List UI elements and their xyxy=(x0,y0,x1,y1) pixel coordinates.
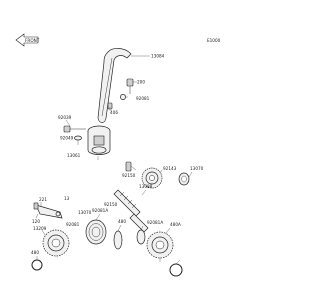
spring-guide xyxy=(113,230,123,250)
kickstarter-exploded-diagram: FRONT E1000 xyxy=(15,33,221,277)
washer-right xyxy=(136,229,146,245)
circlip-right xyxy=(169,263,183,277)
pin-92150 xyxy=(125,161,132,172)
washer-92081 xyxy=(120,94,126,100)
gear-92143 xyxy=(141,167,163,189)
label-92150-b: 92150 xyxy=(104,202,118,207)
label-92081A: 92081A xyxy=(92,208,108,213)
part-labels: 13084 92081 200 92039 92049 406 13061 92… xyxy=(31,54,204,256)
bolt-200 xyxy=(126,78,134,94)
label-92081-b: 92081 xyxy=(66,222,80,227)
label-480-b: 480 xyxy=(31,250,39,255)
label-92150: 92150 xyxy=(122,173,136,178)
label-92049: 92049 xyxy=(60,136,74,141)
gear-480A-right xyxy=(146,231,174,259)
label-92143: 92143 xyxy=(163,166,177,171)
bolt-92039 xyxy=(63,125,86,133)
washer-92049 xyxy=(74,135,82,141)
label-92081A-b: 92081A xyxy=(147,220,163,225)
label-13070: 13070 xyxy=(190,166,204,171)
figure-code: E1000 xyxy=(207,38,221,43)
label-221: 221 xyxy=(39,197,47,202)
kick-spring xyxy=(85,219,107,245)
label-200: 200 xyxy=(137,80,145,85)
label-480: 480 xyxy=(118,219,126,224)
label-13209: 13209 xyxy=(33,226,47,231)
kickshaft-13088 xyxy=(113,189,149,233)
label-92081: 92081 xyxy=(136,96,150,101)
label-120: 120 xyxy=(32,219,40,224)
bracket-13209 xyxy=(33,202,63,219)
label-406: 406 xyxy=(110,110,118,115)
kick-pedal-lever xyxy=(97,48,132,123)
lever-boss-13061 xyxy=(87,125,111,155)
label-13070-b: 13070 xyxy=(78,210,92,215)
circlip-left xyxy=(31,259,43,271)
label-13088: 13088 xyxy=(139,184,153,189)
label-13084: 13084 xyxy=(151,54,165,59)
bushing-13070 xyxy=(178,172,190,186)
gear-480-left xyxy=(42,229,70,257)
leader-lines xyxy=(35,55,193,265)
front-arrow-icon: FRONT xyxy=(15,33,40,47)
label-13061: 13061 xyxy=(67,153,81,158)
label-92039: 92039 xyxy=(58,115,72,120)
front-arrow-label: FRONT xyxy=(25,38,40,43)
label-13: 13 xyxy=(64,196,70,201)
label-480A: 480A xyxy=(170,222,181,227)
